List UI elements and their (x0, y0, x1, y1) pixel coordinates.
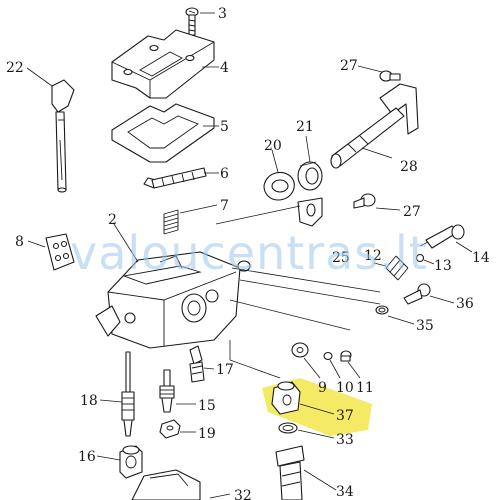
callout-19: 19 (198, 426, 216, 442)
part-5-gasket[interactable] (111, 103, 215, 163)
callout-14: 14 (472, 250, 490, 266)
part-18-long-jet[interactable] (121, 351, 135, 437)
callout-21: 21 (296, 119, 314, 135)
part-27-screw-top[interactable] (379, 70, 401, 82)
part-33-oring[interactable] (278, 422, 298, 434)
callout-4: 4 (220, 60, 229, 76)
bracket-plate[interactable] (297, 197, 323, 227)
part-28-shift-shaft[interactable] (330, 83, 419, 169)
part-35-oring[interactable] (375, 305, 389, 315)
part-10-small-washer[interactable] (323, 351, 333, 361)
callout-22: 22 (6, 60, 24, 76)
part-14-adjuster[interactable] (419, 224, 465, 249)
callout-36: 36 (456, 296, 474, 312)
callout-5: 5 (220, 119, 229, 135)
callout-27-middle: 27 (403, 204, 421, 220)
callout-13: 13 (434, 258, 452, 274)
part-3-screw[interactable] (185, 7, 199, 36)
callout-18: 18 (80, 393, 98, 409)
callout-33: 33 (336, 432, 354, 448)
part-15-jet[interactable] (159, 369, 175, 413)
callout-17: 17 (216, 362, 234, 378)
part-21-bushing[interactable] (297, 161, 323, 191)
part-22-elbow-pipe[interactable] (51, 79, 75, 193)
part-6-bolt[interactable] (143, 167, 207, 189)
part-7-spring[interactable] (163, 209, 179, 235)
part-12-spring[interactable] (385, 255, 409, 281)
part-11-small-screw[interactable] (340, 350, 352, 362)
callout-16: 16 (78, 449, 96, 465)
callout-34: 34 (336, 484, 354, 500)
callout-25: 25 (332, 250, 350, 266)
part-13-ball[interactable] (415, 253, 425, 263)
part-32-lower-body[interactable] (131, 469, 201, 500)
callout-35: 35 (416, 318, 434, 334)
callout-8: 8 (15, 234, 24, 250)
callout-10: 10 (336, 380, 354, 396)
main-housing[interactable] (95, 251, 251, 349)
part-27-screw-middle[interactable] (353, 193, 376, 209)
part-4-cover[interactable] (111, 29, 215, 99)
callout-9: 9 (318, 380, 327, 396)
part-8-plate[interactable] (45, 233, 75, 271)
callout-37: 37 (336, 408, 354, 424)
callout-6: 6 (220, 166, 229, 182)
part-9-washer[interactable] (291, 342, 309, 358)
callout-12: 12 (364, 248, 382, 264)
callout-7: 7 (220, 198, 229, 214)
callout-15: 15 (198, 398, 216, 414)
callout-2: 2 (108, 212, 117, 228)
callout-27-top: 27 (340, 58, 358, 74)
part-37-component[interactable] (271, 381, 301, 415)
callout-3: 3 (218, 6, 227, 22)
part-36-bolt[interactable] (403, 283, 431, 305)
part-19-nut[interactable] (159, 419, 181, 439)
callout-11: 11 (356, 380, 374, 396)
part-17-fitting[interactable] (189, 345, 205, 383)
part-16-cap[interactable] (119, 445, 143, 479)
part-34-valve-shaft[interactable] (275, 445, 305, 500)
callout-20: 20 (264, 138, 282, 154)
callout-32: 32 (234, 488, 252, 500)
callout-28: 28 (400, 159, 418, 175)
part-20-ring[interactable] (263, 171, 295, 201)
